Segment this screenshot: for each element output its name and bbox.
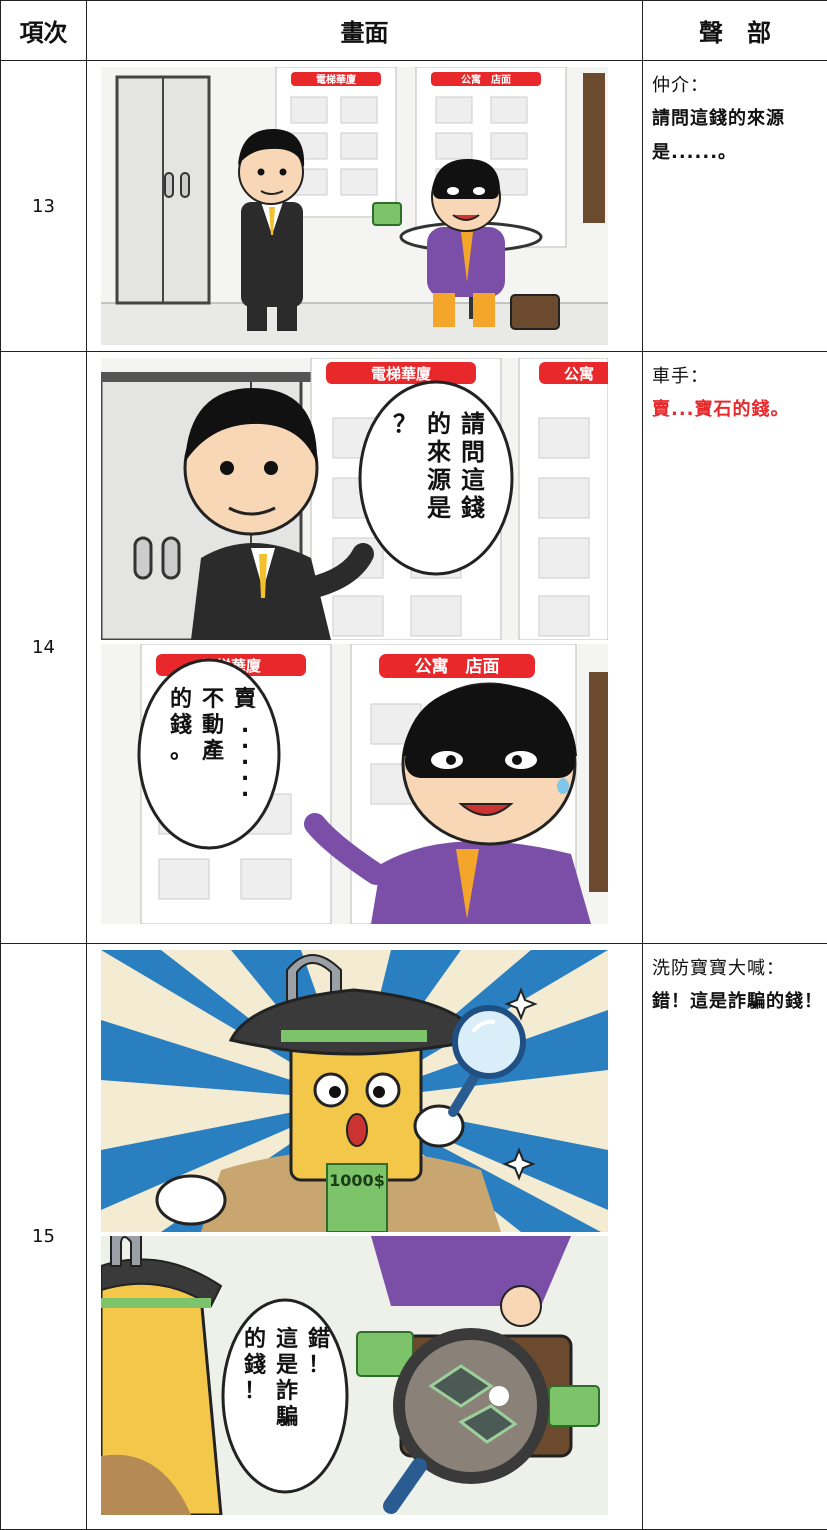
money-bag-icon [510, 294, 560, 330]
comic-panel-13: 電梯華廈 公寓 店面 [101, 67, 608, 345]
agent-character [183, 388, 374, 640]
picture-cell: 電梯華廈 公寓 [86, 351, 643, 944]
sash-text: 1000$ [329, 1171, 385, 1190]
item-number: 13 [0, 60, 87, 352]
table-row-13: 13 電梯華廈 [0, 60, 827, 352]
svg-text:？: ？ [393, 410, 417, 438]
header-row: 項次 畫面 聲 部 [0, 0, 827, 61]
picture-cell: 電梯華廈 公寓 店面 [86, 60, 643, 352]
item-number: 14 [0, 351, 87, 944]
comic-panel-15a: 1000$ [101, 950, 608, 1232]
dialogue-line: 錯！這是詐騙的錢！ [652, 991, 823, 1013]
svg-text:請問這錢: 請問這錢 [461, 410, 485, 522]
svg-text:這是詐騙: 這是詐騙 [276, 1326, 298, 1430]
svg-text:賣.....: 賣..... [234, 687, 257, 802]
dialogue-line: 賣...寶石的錢。 [652, 399, 790, 421]
svg-text:的錢。: 的錢。 [170, 686, 192, 764]
money-stack-icon [372, 202, 402, 226]
speech-bubble: 請問這錢 的來源是 ？ [358, 380, 514, 576]
sign-label: 公寓 店面 [461, 73, 511, 86]
agent-character [238, 129, 305, 331]
sign-label: 電梯華廈 [316, 73, 357, 86]
sound-cell: 仲介： 請問這錢的來源是......。 [642, 60, 827, 352]
item-number: 15 [0, 943, 87, 1530]
comic-panel-14a: 電梯華廈 公寓 [101, 358, 608, 640]
speaker-label: 仲介： [652, 75, 709, 96]
speaker-label: 洗防寶寶大喊： [652, 958, 785, 979]
speech-bubble: 錯！ 這是詐騙 的錢！ [221, 1298, 349, 1494]
comic-panel-14b: 電梯華廈 公寓 店面 [101, 644, 608, 924]
header-sound: 聲 部 [642, 0, 827, 61]
header-picture: 畫面 [86, 0, 643, 61]
sign-label: 電梯華廈 [371, 365, 431, 383]
table-row-14: 14 電梯華廈 公寓 [0, 351, 827, 944]
picture-cell: 1000$ [86, 943, 643, 1530]
sound-cell: 洗防寶寶大喊： 錯！這是詐騙的錢！ [642, 943, 827, 1530]
svg-text:的錢！: 的錢！ [244, 1326, 266, 1404]
thief-closeup-illustration: 電梯華廈 公寓 店面 [101, 644, 608, 924]
magnifier-icon [452, 1005, 526, 1079]
svg-text:錯！: 錯！ [308, 1326, 330, 1378]
office-scene-illustration: 電梯華廈 公寓 店面 [101, 67, 608, 345]
svg-text:不動產: 不動產 [202, 687, 224, 764]
svg-text:的來源是: 的來源是 [427, 410, 451, 522]
detective-reveal-illustration: 1000$ [101, 950, 608, 1232]
sign-label: 公寓 店面 [415, 656, 500, 677]
magnified-evidence-illustration: 錯！ 這是詐騙 的錢！ [101, 1236, 608, 1515]
speech-bubble: 賣..... 不動產 的錢。 [137, 658, 281, 850]
thief-character [304, 682, 591, 924]
sign-label: 公寓 [564, 365, 594, 383]
header-item: 項次 [0, 0, 87, 61]
thief-character [372, 159, 560, 330]
dialogue-line: 請問這錢的來源是......。 [652, 108, 785, 163]
comic-panel-15b: 錯！ 這是詐騙 的錢！ [101, 1236, 608, 1515]
detective-character: 1000$ [155, 954, 538, 1232]
agent-closeup-illustration: 電梯華廈 公寓 [101, 358, 608, 640]
speaker-label: 車手： [652, 366, 709, 387]
table-row-15: 15 [0, 943, 827, 1530]
magnifier-icon [383, 1328, 549, 1514]
sound-cell: 車手： 賣...寶石的錢。 [642, 351, 827, 944]
